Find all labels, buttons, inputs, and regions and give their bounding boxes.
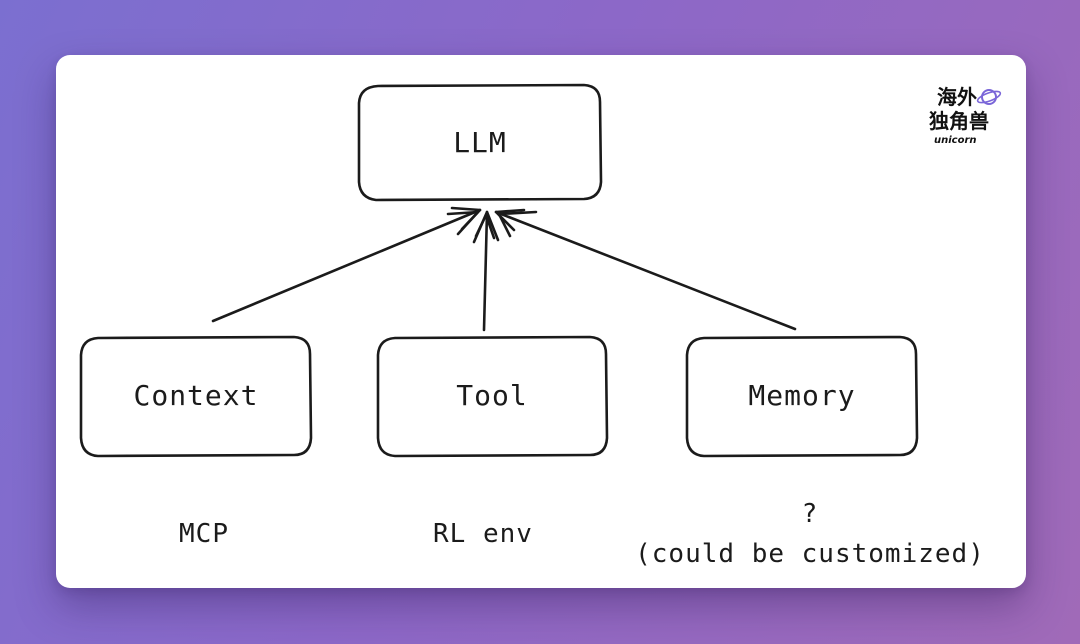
arrow-tool-to-llm [472, 210, 500, 332]
tool-caption: RL env [433, 519, 533, 549]
logo-text-line2: 独角兽 [929, 109, 989, 133]
memory-caption-line2: (could be customized) [635, 539, 985, 569]
arrow-context-to-llm [211, 206, 482, 323]
context-node-box [79, 335, 313, 458]
context-caption: MCP [179, 519, 229, 549]
memory-node-box [685, 335, 919, 458]
llm-node-box [357, 83, 603, 202]
llm-node: LLM [357, 83, 603, 202]
logo-text-line1: 海外 [937, 85, 977, 109]
memory-caption: ? [802, 499, 819, 529]
memory-node-label: Memory [748, 379, 855, 412]
logo-text-en: unicorn [934, 135, 977, 146]
diagram-card [56, 55, 1026, 588]
tool-node-label: Tool [456, 379, 527, 412]
arrow-memory-to-llm [494, 208, 797, 331]
planet-icon [976, 89, 1002, 105]
memory-node: Memory [685, 335, 919, 458]
tool-node: Tool [376, 335, 609, 458]
context-node-label: Context [133, 379, 258, 412]
tool-node-box [376, 335, 609, 458]
brand-logo: 海外 独角兽 unicorn [929, 85, 1002, 146]
llm-node-label: LLM [453, 126, 507, 159]
context-node: Context [79, 335, 313, 458]
